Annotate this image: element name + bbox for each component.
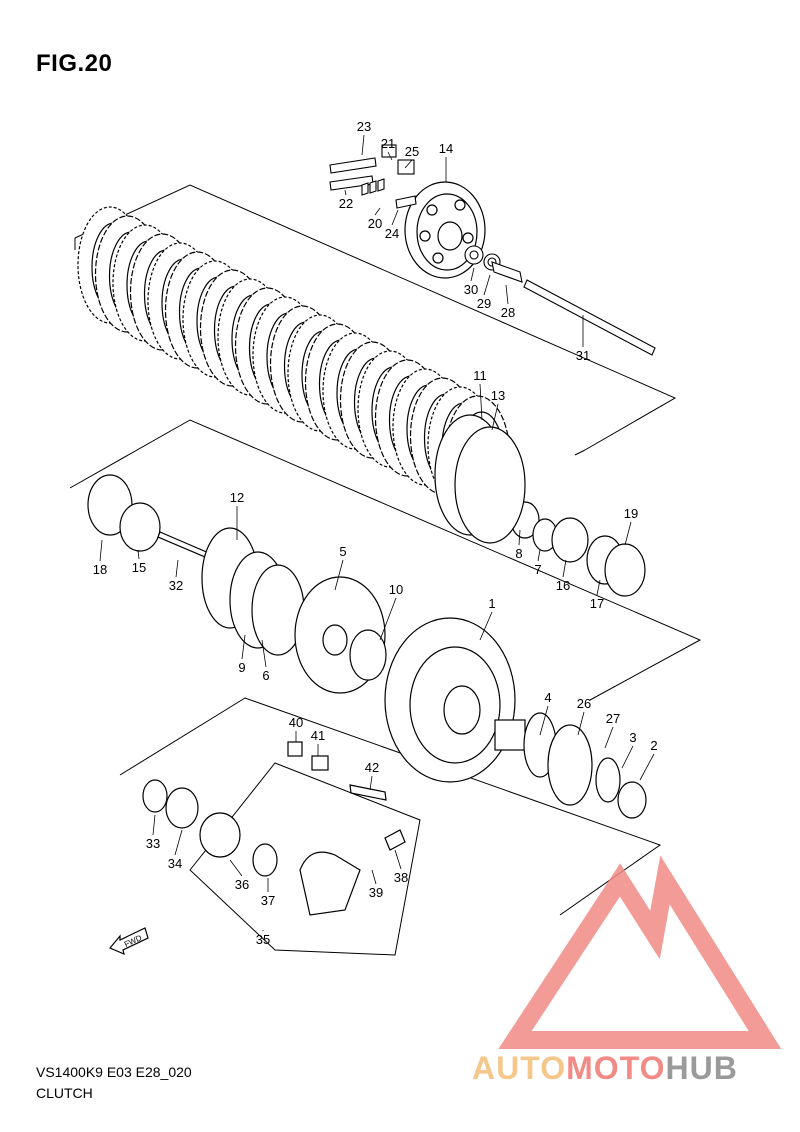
leader-line bbox=[596, 579, 601, 596]
callout-5: 5 bbox=[339, 544, 346, 559]
callout-19: 19 bbox=[624, 506, 638, 521]
callout-31: 31 bbox=[576, 348, 590, 363]
callout-28: 28 bbox=[501, 305, 515, 320]
callout-9: 9 bbox=[238, 660, 245, 675]
leader-line bbox=[505, 284, 509, 305]
callout-25: 25 bbox=[405, 144, 419, 159]
watermark-moto: MOTO bbox=[566, 1050, 666, 1086]
bolts-and-springs bbox=[329, 144, 656, 356]
watermark-logo bbox=[498, 855, 782, 1049]
leader-line bbox=[379, 597, 397, 641]
leader-line bbox=[99, 539, 103, 562]
callout-34: 34 bbox=[168, 856, 182, 871]
callout-29: 29 bbox=[477, 296, 491, 311]
leader-line bbox=[344, 189, 347, 196]
leader-line bbox=[562, 559, 567, 578]
callout-26: 26 bbox=[577, 696, 591, 711]
fwd-arrow-icon: FWD bbox=[109, 927, 149, 956]
leader-line bbox=[404, 159, 413, 169]
leader-line bbox=[229, 859, 243, 877]
middle-assembly bbox=[87, 414, 647, 819]
callout-6: 6 bbox=[262, 668, 269, 683]
leader-line bbox=[152, 814, 156, 836]
callout-30: 30 bbox=[464, 282, 478, 297]
leader-line bbox=[604, 726, 614, 749]
callout-14: 14 bbox=[439, 141, 453, 156]
callout-39: 39 bbox=[369, 885, 383, 900]
callout-35: 35 bbox=[256, 932, 270, 947]
watermark-hub: HUB bbox=[665, 1050, 738, 1086]
leader-line bbox=[470, 267, 475, 282]
callout-42: 42 bbox=[365, 760, 379, 775]
frame-lines bbox=[69, 184, 702, 956]
leader-line bbox=[539, 705, 549, 736]
callout-2: 2 bbox=[650, 738, 657, 753]
callout-7: 7 bbox=[534, 562, 541, 577]
watermark-text: AUTOMOTOHUB bbox=[472, 1050, 738, 1087]
callout-36: 36 bbox=[235, 877, 249, 892]
model-code: VS1400K9 E03 E28_020 bbox=[36, 1064, 192, 1080]
callout-numbers: 1234567891011121314151617181920212223242… bbox=[93, 119, 658, 947]
leader-line bbox=[624, 521, 632, 546]
leader-line bbox=[394, 849, 402, 870]
pressure-plate bbox=[404, 181, 486, 279]
leader-line bbox=[175, 559, 179, 578]
callout-16: 16 bbox=[556, 578, 570, 593]
callout-33: 33 bbox=[146, 836, 160, 851]
leader-line bbox=[537, 549, 541, 562]
leader-line bbox=[518, 529, 521, 546]
leader-line bbox=[621, 745, 634, 769]
callout-38: 38 bbox=[394, 870, 408, 885]
watermark-auto: AUTO bbox=[472, 1050, 567, 1086]
callout-11: 11 bbox=[473, 368, 487, 383]
fwd-label: FWD bbox=[123, 933, 144, 949]
callout-3: 3 bbox=[629, 730, 636, 745]
leader-line bbox=[639, 753, 655, 781]
callout-24: 24 bbox=[385, 226, 399, 241]
leader-line bbox=[174, 829, 183, 856]
leader-line bbox=[391, 209, 399, 226]
leader-line bbox=[137, 549, 140, 560]
leader-line bbox=[491, 403, 499, 431]
callout-18: 18 bbox=[93, 562, 107, 577]
callout-40: 40 bbox=[289, 715, 303, 730]
callout-4: 4 bbox=[544, 690, 551, 705]
callout-15: 15 bbox=[132, 560, 146, 575]
leader-line bbox=[361, 134, 365, 156]
callout-27: 27 bbox=[606, 711, 620, 726]
callout-23: 23 bbox=[357, 119, 371, 134]
callout-41: 41 bbox=[311, 728, 325, 743]
section-name: CLUTCH bbox=[36, 1085, 93, 1101]
leader-line bbox=[374, 207, 381, 216]
figure-title: FIG.20 bbox=[36, 50, 113, 77]
leader-lines bbox=[99, 134, 655, 931]
leader-line bbox=[261, 639, 267, 668]
callout-20: 20 bbox=[368, 216, 382, 231]
callout-8: 8 bbox=[515, 546, 522, 561]
leader-line bbox=[483, 274, 491, 296]
leader-line bbox=[334, 559, 344, 591]
callout-1: 1 bbox=[488, 596, 495, 611]
leader-line bbox=[371, 869, 377, 885]
leader-line bbox=[479, 611, 493, 641]
callout-10: 10 bbox=[389, 582, 403, 597]
leader-line bbox=[369, 775, 373, 791]
callout-21: 21 bbox=[381, 136, 395, 151]
leader-line bbox=[241, 634, 246, 660]
callout-17: 17 bbox=[590, 596, 604, 611]
callout-32: 32 bbox=[169, 578, 183, 593]
callout-22: 22 bbox=[339, 196, 353, 211]
callout-13: 13 bbox=[491, 388, 505, 403]
callout-12: 12 bbox=[230, 490, 244, 505]
callout-37: 37 bbox=[261, 893, 275, 908]
release-cylinder-assembly bbox=[142, 741, 406, 916]
leader-line bbox=[479, 383, 483, 421]
leader-line bbox=[387, 151, 393, 161]
leader-line bbox=[577, 711, 585, 736]
